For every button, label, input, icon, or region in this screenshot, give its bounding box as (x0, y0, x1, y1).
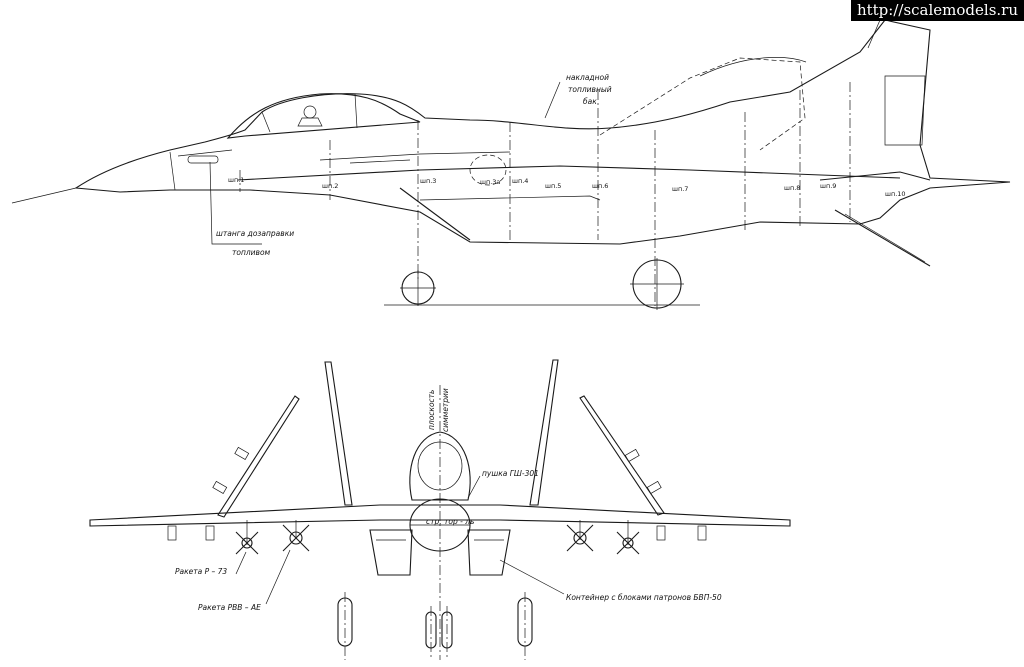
upper-waterline (319, 151, 511, 161)
overlay-fuel-tank-dashed (599, 57, 806, 151)
pilot-helmet-icon (303, 105, 317, 119)
overlay-tank-label: топливный (568, 85, 612, 94)
r73-missile-right (566, 520, 594, 552)
canopy-front (417, 441, 463, 491)
cannon-label: пушка ГШ-301 (482, 469, 539, 478)
front-view: плоскость симметрии (89, 359, 791, 660)
rvv-ae-label: Ракета РВВ – АЕ (198, 603, 261, 612)
vent-detail (349, 159, 411, 164)
side-view: шп.1 шп.2 шп.3 шп.3а шп.4 шп.5 шп.6 шп.7… (11, 19, 1011, 310)
leader-line (209, 161, 262, 245)
strut-details (212, 446, 662, 494)
station-label: шп.7 (672, 185, 688, 193)
fuselage-front (409, 431, 471, 501)
fuselage-outline (74, 19, 1011, 245)
fuselage-waterline (237, 165, 901, 181)
rvv-ae-missile (282, 520, 310, 552)
intake-lower-lip (399, 187, 471, 241)
refuel-probe-label: штанга дозаправки (216, 229, 294, 238)
tank-top-line (699, 57, 807, 77)
leader-line (544, 81, 561, 119)
nose-pitot-probe (11, 187, 77, 204)
station-label: шп.3 (420, 177, 436, 185)
station-lines (239, 82, 851, 306)
left-intake (369, 529, 413, 576)
container-label: Контейнер с блоками патронов БВП-50 (566, 593, 722, 602)
symmetry-plane-label: симметрии (441, 388, 450, 432)
ventral-fin-inner (844, 213, 926, 263)
station-label: шп.3а (480, 178, 500, 186)
right-outer-strut (579, 395, 665, 516)
station-label: шп.8 (784, 184, 800, 192)
right-fin (529, 359, 559, 506)
station-label: шп.5 (545, 182, 561, 190)
station-label: шп.2 (322, 182, 338, 190)
overlay-tank-label: накладной (566, 73, 609, 82)
fin-tip (867, 19, 881, 49)
station-label: шп.10 (885, 190, 906, 198)
nose-panel-line (177, 149, 233, 157)
nose-intake-detail (187, 155, 219, 164)
r73-label: Ракета Р – 73 (175, 567, 227, 576)
r73-missile (235, 520, 259, 555)
left-outer-strut (217, 395, 300, 518)
watermark-url: http://scalemodels.ru (850, 0, 1024, 21)
canopy (226, 93, 421, 139)
station-label: шп.4 (512, 177, 528, 185)
wing-pylons (167, 525, 707, 541)
horizontal-stabilizer (819, 171, 931, 181)
overlay-tank-label: бак (583, 97, 597, 106)
station-label: шп.9 (820, 182, 836, 190)
ventral-fin (834, 209, 931, 267)
fin-rudder (884, 75, 926, 146)
fuselage-tank-dashed (469, 154, 507, 186)
main-wheel (630, 258, 684, 310)
pilot-seat-icon (297, 117, 323, 127)
station-label: шп.6 (592, 182, 608, 190)
left-fin (324, 361, 353, 506)
canopy-frames (261, 93, 358, 133)
leader-line (499, 559, 565, 595)
station-label: шп.1 (228, 176, 244, 184)
intake-duct-line (419, 195, 601, 201)
rvv-ae-missile-right (616, 520, 640, 555)
leader-line (235, 551, 247, 575)
missile-profile-views (337, 592, 533, 660)
nose-wheel (400, 270, 436, 306)
leader-line (467, 475, 481, 499)
leader-line (265, 549, 291, 605)
symmetry-plane-label: плоскость (427, 390, 436, 430)
reference-line-label: стр. тор - ль (426, 517, 474, 526)
right-intake (467, 529, 511, 576)
radome-joint (169, 151, 176, 191)
refuel-probe-label: топливом (232, 248, 271, 257)
